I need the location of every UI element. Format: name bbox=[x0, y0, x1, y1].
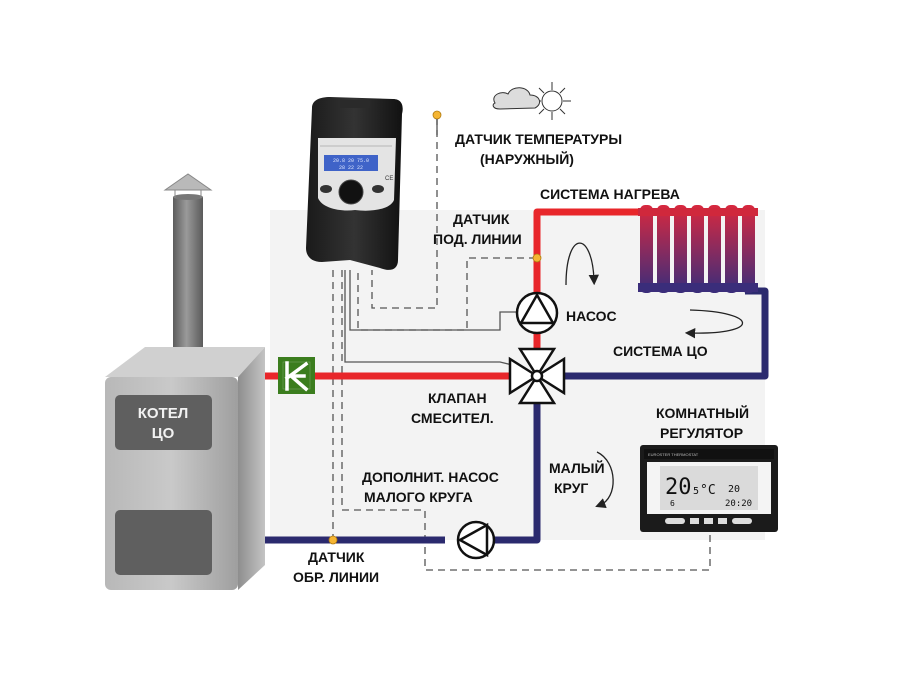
supply-sensor-label-1: ДАТЧИК bbox=[453, 211, 510, 227]
thermostat-button-ok[interactable] bbox=[704, 518, 713, 524]
thermostat-day: 6 bbox=[670, 499, 675, 508]
extra-pump-label-1: ДОПОЛНИТ. НАСОС bbox=[362, 469, 499, 485]
co-flow-arrow bbox=[684, 309, 743, 339]
room-thermostat[interactable]: EUROSTER THERMOSTAT 20 5 °C 20 20:20 6 bbox=[640, 445, 778, 532]
thermostat-lcd bbox=[660, 466, 758, 510]
co-system-label: СИСТЕМА ЦО bbox=[613, 343, 708, 359]
ce-mark: CE bbox=[385, 176, 393, 182]
return-sensor-label-2: ОБР. ЛИНИИ bbox=[293, 569, 379, 585]
controller-right-button[interactable] bbox=[372, 185, 384, 193]
boiler-control-panel bbox=[115, 395, 212, 450]
mixing-valve-label-1: КЛАПАН bbox=[428, 390, 487, 406]
pump-cable bbox=[349, 270, 520, 331]
controller-lcd-line1: 20.8 20 75.0 bbox=[333, 158, 369, 164]
thermostat-temp-decimal: 5 bbox=[693, 486, 699, 497]
thermostat-button-minus[interactable] bbox=[690, 518, 699, 524]
return-sensor-label-1: ДАТЧИК bbox=[308, 549, 365, 565]
thermostat-button-right[interactable] bbox=[732, 518, 752, 524]
supply-sensor-dot[interactable] bbox=[532, 253, 542, 263]
thermostat-button-plus[interactable] bbox=[718, 518, 727, 524]
controller-knob[interactable] bbox=[338, 179, 364, 205]
supply-sensor-cable bbox=[357, 257, 536, 331]
controller-lcd bbox=[324, 155, 378, 171]
boiler-door[interactable] bbox=[115, 510, 212, 575]
return-sensor-dot[interactable] bbox=[328, 535, 338, 545]
boiler-label-2: ЦО bbox=[152, 425, 175, 442]
outdoor-sensor-label-1: ДАТЧИК ТЕМПЕРАТУРЫ bbox=[455, 131, 622, 147]
boiler-label-1: КОТЕЛ bbox=[138, 405, 189, 422]
mixing-valve-label-2: СМЕСИТЕЛ. bbox=[411, 410, 494, 426]
weather-icon bbox=[492, 82, 571, 120]
small-circuit-flow-arrow bbox=[595, 451, 614, 508]
heating-system-label: СИСТЕМА НАГРЕВА bbox=[540, 186, 680, 202]
outdoor-sensor-label-2: (НАРУЖНЫЙ) bbox=[480, 150, 574, 167]
supply-sensor-label-2: ПОД. ЛИНИИ bbox=[433, 231, 522, 247]
thermostat-time: 20:20 bbox=[725, 499, 752, 509]
boiler[interactable]: КОТЕЛ ЦО bbox=[105, 347, 265, 590]
controller-left-button[interactable] bbox=[320, 185, 332, 193]
radiator bbox=[638, 205, 758, 293]
heating-flow-arrow bbox=[565, 242, 599, 286]
small-circuit-label-2: КРУГ bbox=[554, 480, 588, 496]
thermostat-set-temp: 20 bbox=[728, 484, 740, 495]
thermostat-button-left[interactable] bbox=[665, 518, 685, 524]
mixing-valve-icon[interactable] bbox=[508, 347, 566, 405]
main-pump-icon[interactable] bbox=[515, 291, 559, 335]
room-regulator-label-1: КОМНАТНЫЙ bbox=[656, 404, 749, 421]
extra-pump-label-2: МАЛОГО КРУГА bbox=[364, 489, 473, 505]
weather-controller[interactable]: 20.8 20 75.0 28 22 22 CE bbox=[306, 97, 403, 270]
small-circuit-pump-icon[interactable] bbox=[456, 520, 496, 560]
room-regulator-label-2: РЕГУЛЯТОР bbox=[660, 425, 743, 441]
thermostat-brand: EUROSTER THERMOSTAT bbox=[648, 452, 699, 457]
thermostat-temp: 20 bbox=[665, 475, 692, 500]
chimney bbox=[163, 173, 213, 357]
small-circuit-label-1: МАЛЫЙ bbox=[549, 459, 605, 476]
safety-valve-icon[interactable] bbox=[278, 357, 315, 394]
outdoor-sensor-dot[interactable] bbox=[432, 110, 442, 120]
pump-label: НАСОС bbox=[566, 308, 617, 324]
controller-lcd-line2: 28 22 22 bbox=[339, 165, 363, 171]
thermostat-unit: °C bbox=[700, 483, 716, 498]
outdoor-sensor-cable bbox=[371, 118, 438, 309]
